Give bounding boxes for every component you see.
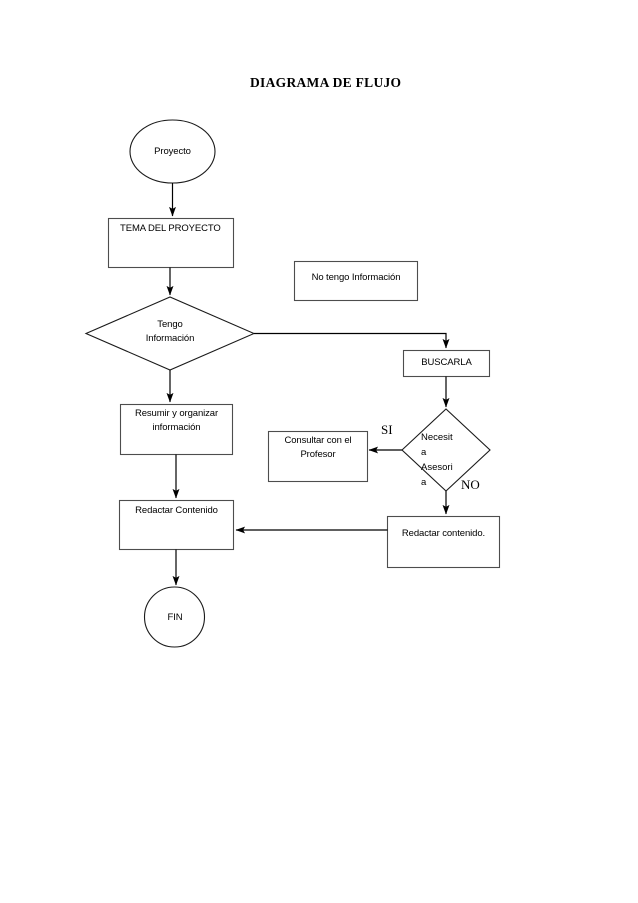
- node-label-redactar-contenido-der: Redactar contenido.: [401, 528, 486, 539]
- node-label-consultar-profesor: Consultar con el Profesor: [284, 435, 352, 460]
- shape-redactar-contenido-der: [386, 515, 501, 569]
- node-label-buscarla: BUSCARLA: [421, 357, 472, 368]
- node-label-fin: FIN: [167, 612, 183, 623]
- node-label-tengo-informacion: Tengo Información: [145, 319, 195, 344]
- shape-fin: [143, 586, 206, 648]
- connector-tengo-info-to-buscarla: [254, 332, 450, 349]
- edge-label-si: SI: [381, 422, 393, 437]
- node-label-redactar-contenido-izq: Redactar Contenido: [135, 505, 218, 516]
- shape-no-tengo-informacion: [293, 260, 419, 302]
- edge-label-no: NO: [461, 477, 480, 492]
- shape-necesita-asesoria: [401, 408, 491, 492]
- shape-tema-del-proyecto: [107, 217, 235, 269]
- node-label-necesita-asesoria: Necesit a Asesori a: [421, 432, 453, 488]
- page-title: DIAGRAMA DE FLUJO: [250, 75, 402, 90]
- node-label-resumir-organizar: Resumir y organizar información: [134, 408, 219, 433]
- node-label-start-proyecto: Proyecto: [154, 146, 191, 157]
- node-label-tema-del-proyecto: TEMA DEL PROYECTO: [120, 223, 221, 234]
- shape-consultar-profesor: [267, 430, 369, 483]
- node-label-no-tengo-informacion: No tengo Información: [311, 272, 401, 283]
